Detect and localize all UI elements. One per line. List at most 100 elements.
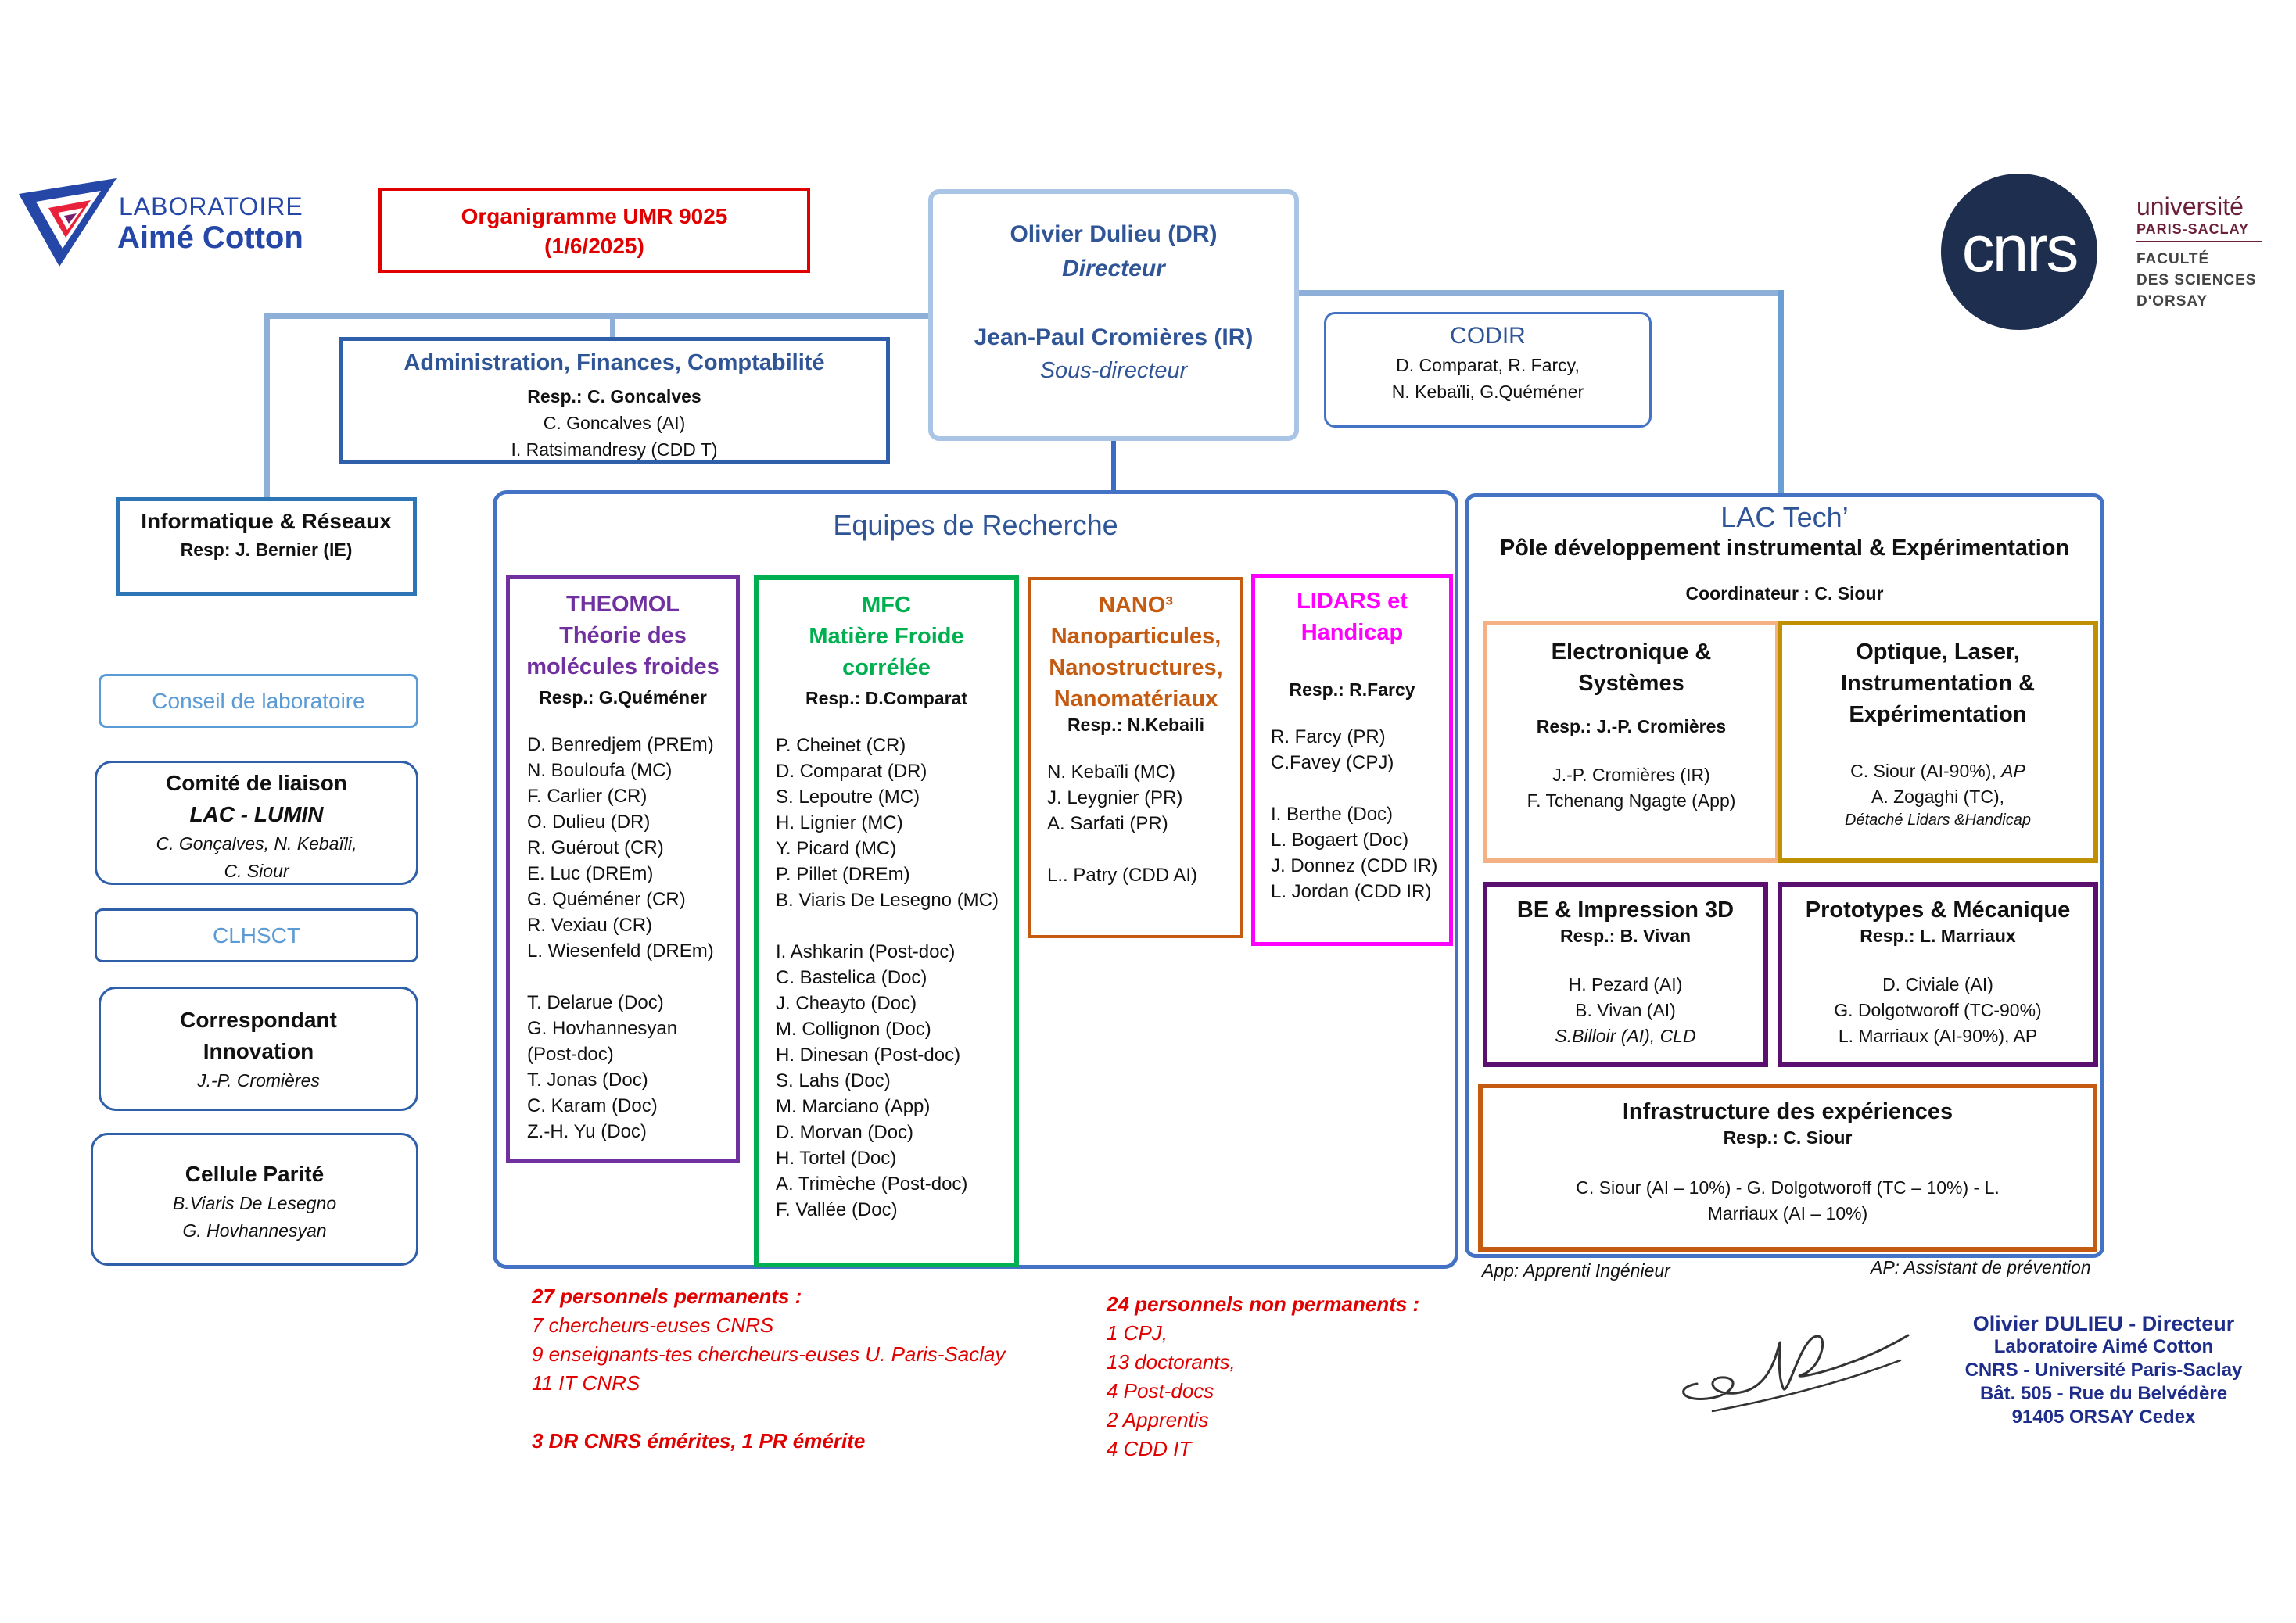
nano-resp: Resp.: N.Kebaili <box>1067 715 1205 735</box>
stamp-line1: Olivier DULIEU - Directeur <box>1972 1312 2235 1335</box>
innovation-box: Correspondant Innovation J.-P. Cromières <box>99 987 418 1111</box>
list-item: B. Vivan (AI) <box>1575 1000 1676 1020</box>
list-item: 2 Apprentis <box>1107 1408 1209 1431</box>
nano-members: N. Kebaïli (MC) J. Leygnier (PR) A. Sarf… <box>1031 759 1240 888</box>
lidars-members: R. Farcy (PR) C.Favey (CPJ) I. Berthe (D… <box>1255 724 1449 905</box>
list-item: A. Sarfati (PR) <box>1047 813 1168 834</box>
parite-member: B.Viaris De Lesegno <box>172 1193 337 1213</box>
list-item: B. Viaris De Lesegno (MC) <box>776 890 999 911</box>
proto-title: Prototypes & Mécanique <box>1805 897 2071 923</box>
optique-title: Instrumentation & <box>1840 671 2036 696</box>
infra-resp: Resp.: C. Siour <box>1723 1127 1853 1148</box>
codir-box: CODIR D. Comparat, R. Farcy, N. Kebaïli,… <box>1324 312 1652 428</box>
it-title: Informatique & Réseaux <box>141 509 392 533</box>
chart-title-box: Organigramme UMR 9025 (1/6/2025) <box>378 188 810 273</box>
list-item: A. Zogaghi (TC), <box>1871 786 2004 807</box>
parite-member: G. Hovhannesyan <box>182 1220 327 1241</box>
list-item: P. Cheinet (CR) <box>776 735 906 756</box>
list-item: N. Kebaïli (MC) <box>1047 761 1176 783</box>
list-item: Z.-H. Yu (Doc) <box>527 1121 647 1142</box>
list-item: R. Farcy (PR) <box>1271 726 1386 747</box>
list-item: N. Bouloufa (MC) <box>527 760 673 781</box>
list-item: J. Donnez (CDD IR) <box>1271 855 1438 876</box>
list-item: L. Marriaux (AI-90%), AP <box>1838 1026 2038 1046</box>
infra-members: C. Siour (AI – 10%) - G. Dolgotworoff (T… <box>1576 1177 2000 1198</box>
electronique-title: Systèmes <box>1578 671 1684 696</box>
nano-title: Nanostructures, <box>1049 655 1223 680</box>
connector-right-horizontal <box>1298 290 1783 296</box>
connector-right-vertical <box>1778 290 1784 495</box>
stamp-line2: Laboratoire Aimé Cotton <box>1993 1336 2214 1357</box>
clhsct-box: CLHSCT <box>95 908 418 962</box>
mfc-resp: Resp.: D.Comparat <box>805 688 968 708</box>
infra-members: Marriaux (AI – 10%) <box>1707 1203 1868 1224</box>
list-item: G. Dolgotworoff (TC-90%) <box>1834 1000 2042 1020</box>
admin-member: I. Ratsimandresy (CDD T) <box>511 439 718 460</box>
cnrs-logo: cnrs <box>1941 174 2097 330</box>
team-mfc: MFC Matière Froide corrélée Resp.: D.Com… <box>754 575 1019 1267</box>
list-item: G. Hovhannesyan <box>527 1018 678 1039</box>
electronique-title: Electronique & <box>1551 640 1712 665</box>
ups-logo-line3: FACULTÉ <box>2136 251 2210 267</box>
codir-line1: D. Comparat, R. Farcy, <box>1396 355 1580 375</box>
list-item: S. Lepoutre (MC) <box>776 786 920 808</box>
clhsct-label: CLHSCT <box>212 923 300 948</box>
be-resp: Resp.: B. Vivan <box>1559 926 1692 946</box>
deputy-role: Sous-directeur <box>1039 358 1188 383</box>
lac-logo: LABORATOIRE Aimé Cotton <box>19 177 316 270</box>
theomol-title: Théorie des <box>559 623 687 648</box>
connector-research-vertical <box>1111 440 1116 490</box>
list-item: 1 CPJ, <box>1107 1321 1168 1345</box>
innovation-title: Correspondant <box>180 1008 337 1032</box>
admin-box: Administration, Finances, Comptabilité R… <box>339 337 890 464</box>
optique-title: Expérimentation <box>1849 702 2027 727</box>
list-item: F. Tchenang Ngagte (App) <box>1526 790 1736 811</box>
list-item: 4 CDD IT <box>1107 1437 1192 1460</box>
list-item: E. Luc (DREm) <box>527 863 654 884</box>
group-be: BE & Impression 3D Resp.: B. Vivan H. Pe… <box>1483 882 1768 1067</box>
list-item: J.-P. Cromières (IR) <box>1552 765 1710 785</box>
list-item: H. Dinesan (Post-doc) <box>776 1044 961 1066</box>
theomol-resp: Resp.: G.Quéméner <box>539 687 707 708</box>
list-item: M. Marciano (App) <box>776 1096 931 1117</box>
lac-logo-icon <box>19 178 117 267</box>
stats-perm-title: 27 personnels permanents : <box>532 1284 802 1308</box>
nano-title: NANO³ <box>1098 593 1174 618</box>
list-item: 11 IT CNRS <box>532 1371 640 1395</box>
proto-resp: Resp.: L. Marriaux <box>1860 926 2016 946</box>
list-item: I. Ashkarin (Post-doc) <box>776 941 956 962</box>
ups-logo-line2: PARIS-SACLAY <box>2136 221 2250 237</box>
list-item: C. Bastelica (Doc) <box>776 967 927 988</box>
list-item: M. Collignon (Doc) <box>776 1019 931 1040</box>
group-electronique: Electronique & Systèmes Resp.: J.-P. Cro… <box>1483 621 1780 863</box>
list-item: D. Comparat (DR) <box>776 761 927 782</box>
it-box: Informatique & Réseaux Resp: J. Bernier … <box>116 497 417 596</box>
list-item: C. Karam (Doc) <box>527 1095 658 1116</box>
cnrs-logo-text: cnrs <box>1961 212 2079 285</box>
lactech-coordinator: Coordinateur : C. Siour <box>1685 583 1884 604</box>
list-item: (Post-doc) <box>527 1044 614 1065</box>
comite-members: C. Siour <box>224 861 289 881</box>
ups-logo-line4: DES SCIENCES <box>2136 272 2257 288</box>
theomol-title: molécules froides <box>526 654 719 679</box>
theomol-members: D. Benredjem (PREm) N. Bouloufa (MC) F. … <box>510 732 736 1145</box>
conseil-box: Conseil de laboratoire <box>99 674 418 728</box>
list-item: D. Benredjem (PREm) <box>527 734 714 755</box>
innovation-member: J.-P. Cromières <box>197 1070 320 1091</box>
list-item: 13 doctorants, <box>1107 1350 1236 1374</box>
lactech-title: LAC Tech’ <box>1720 501 1849 533</box>
list-item: F. Vallée (Doc) <box>776 1199 898 1220</box>
deputy-name: Jean-Paul Cromières (IR) <box>974 324 1254 350</box>
chart-title-line1: Organigramme UMR 9025 <box>461 204 728 228</box>
stats-nonpermanent: 24 personnels non permanents : 1 CPJ, 13… <box>1107 1290 1482 1464</box>
team-theomol: THEOMOL Théorie des molécules froides Re… <box>506 575 740 1163</box>
director-name: Olivier Dulieu (DR) <box>1010 221 1218 247</box>
list-item: C.Favey (CPJ) <box>1271 752 1394 773</box>
list-item: F. Carlier (CR) <box>527 786 648 807</box>
lidars-title: LIDARS et <box>1297 589 1408 614</box>
legend-ap: AP: Assistant de prévention <box>1871 1257 2091 1277</box>
list-item: G. Quéméner (CR) <box>527 889 686 910</box>
it-resp: Resp: J. Bernier (IE) <box>180 539 353 560</box>
codir-title: CODIR <box>1450 323 1526 349</box>
chart-title-line2: (1/6/2025) <box>544 234 644 258</box>
